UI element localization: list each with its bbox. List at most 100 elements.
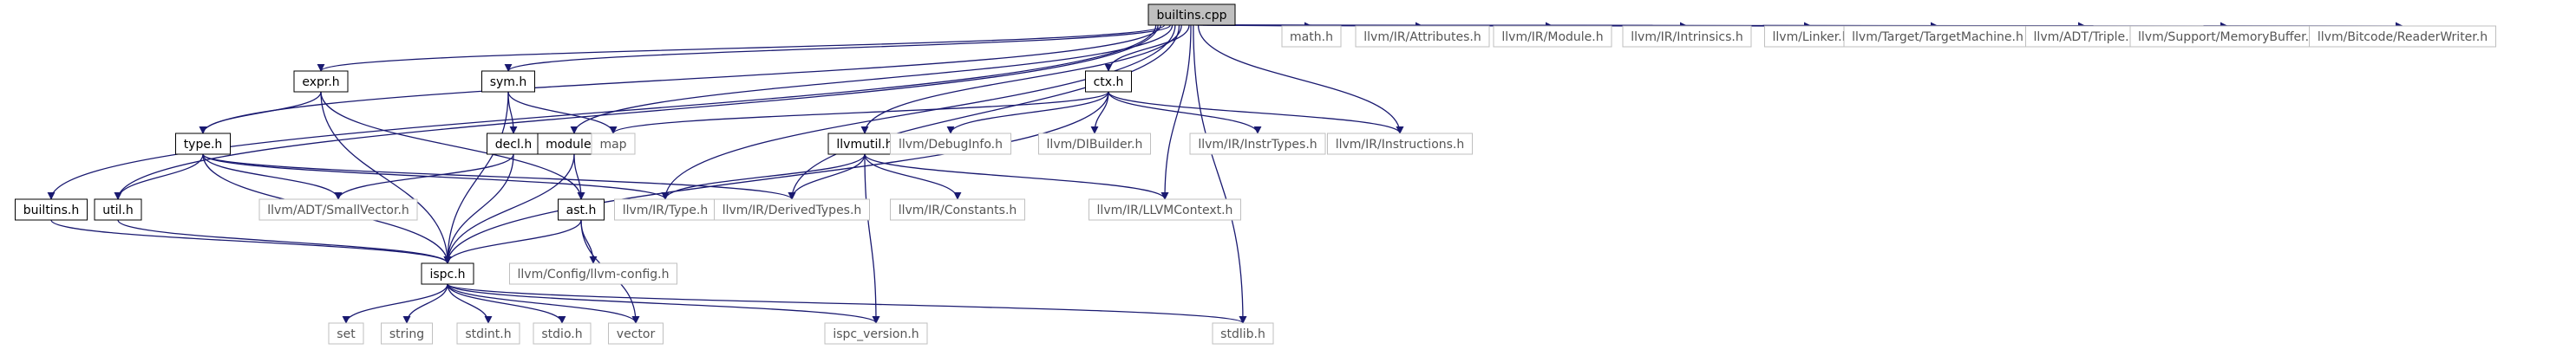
edge-module_h-to-ispc_h [443, 153, 575, 264]
node-label-instructions_h: llvm/IR/Instructions.h [1336, 138, 1465, 152]
edge-builtins_cpp-to-type_ir_h [661, 24, 1176, 200]
node-box-module_ir_h [1493, 25, 1612, 48]
node-box-readerwriter_h [2309, 25, 2496, 48]
node-stdlib_h: stdlib.h [1212, 322, 1274, 345]
node-expr_h[interactable]: expr.h [293, 70, 349, 93]
node-builtins_cpp[interactable]: builtins.cpp [1147, 3, 1236, 26]
node-label-type_h: type.h [184, 138, 223, 152]
node-label-map: map [599, 138, 626, 152]
node-decl_h[interactable]: decl.h [487, 133, 540, 155]
node-box-attributes_h [1355, 25, 1490, 48]
node-label-triple_h: llvm/ADT/Triple.h [2034, 30, 2137, 44]
edge-builtins_cpp-to-stdlib_h [1193, 24, 1247, 324]
node-math_h: math.h [1281, 25, 1342, 48]
node-instrtypes_h: llvm/IR/InstrTypes.h [1189, 133, 1326, 155]
node-label-constants_h: llvm/IR/Constants.h [899, 204, 1017, 217]
node-box-stdio_h [533, 322, 592, 345]
edge-ispc_h-to-stdint_h [447, 283, 493, 324]
node-label-targetmachine_h: llvm/Target/TargetMachine.h [1852, 30, 2024, 44]
node-ast_h[interactable]: ast.h [558, 198, 605, 221]
node-label-llvmutil_h: llvmutil.h [836, 138, 892, 152]
edge-type_h-to-type_ir_h [202, 153, 670, 200]
node-label-string: string [389, 327, 424, 341]
edge-builtins_cpp-to-module_h [570, 24, 1174, 134]
node-label-vector: vector [617, 327, 656, 341]
node-label-module_ir_h: llvm/IR/Module.h [1501, 30, 1603, 44]
node-attributes_h: llvm/IR/Attributes.h [1355, 25, 1490, 48]
node-box-stdint_h [456, 322, 520, 345]
node-box-memorybuffer_h [2129, 25, 2325, 48]
edge-ispc_h-to-stdlib_h [447, 283, 1247, 324]
node-box-stdlib_h [1212, 322, 1274, 345]
node-box-set [328, 322, 364, 345]
node-label-math_h: math.h [1290, 30, 1333, 44]
node-type_h[interactable]: type.h [175, 133, 231, 155]
node-sym_h[interactable]: sym.h [481, 70, 535, 93]
node-box-derivedtypes_h [714, 198, 870, 221]
edge-llvmutil_h-to-ispc_version_h [864, 153, 880, 324]
edge-builtins_h-to-ispc_h [50, 219, 452, 264]
edge-builtins_cpp-to-builtins_h [47, 24, 1157, 200]
edge-module_h-to-ast_h [573, 153, 585, 200]
node-box-smallvector_h [258, 198, 418, 221]
node-box-string [381, 322, 433, 345]
edge-expr_h-to-type_h [199, 91, 322, 134]
edge-ispc_h-to-set [342, 283, 448, 324]
node-debuginfo_h: llvm/DebugInfo.h [890, 133, 1011, 155]
node-box-llvmcontext_h [1089, 198, 1241, 221]
node-intrinsics_h: llvm/IR/Intrinsics.h [1622, 25, 1752, 48]
node-label-stdint_h: stdint.h [465, 327, 511, 341]
node-box-llvmutil_h [827, 133, 902, 155]
node-label-intrinsics_h: llvm/IR/Intrinsics.h [1631, 30, 1743, 44]
node-derivedtypes_h: llvm/IR/DerivedTypes.h [714, 198, 870, 221]
node-label-llvmconfig_h: llvm/Config/llvm-config.h [518, 268, 670, 282]
node-util_h[interactable]: util.h [94, 198, 142, 221]
edge-builtins_cpp-to-ctx_h [1104, 24, 1190, 72]
node-box-expr_h [293, 70, 349, 93]
node-dibuilder_h: llvm/DIBuilder.h [1038, 133, 1151, 155]
node-box-dibuilder_h [1038, 133, 1151, 155]
node-label-stdio_h: stdio.h [541, 327, 582, 341]
node-memorybuffer_h: llvm/Support/MemoryBuffer.h [2129, 25, 2325, 48]
edge-expr_h-to-ispc_h [320, 91, 452, 264]
edge-llvmutil_h-to-type_ir_h [661, 153, 866, 200]
node-stdint_h: stdint.h [456, 322, 520, 345]
edge-ispc_h-to-stdio_h [447, 283, 566, 324]
node-box-linker_h [1764, 25, 1858, 48]
node-label-decl_h: decl.h [495, 138, 532, 152]
node-box-ispc_h [421, 262, 474, 285]
node-box-ast_h [558, 198, 605, 221]
node-readerwriter_h: llvm/Bitcode/ReaderWriter.h [2309, 25, 2496, 48]
edge-ctx_h-to-instrtypes_h [1108, 91, 1262, 134]
node-linker_h: llvm/Linker.h [1764, 25, 1858, 48]
node-box-triple_h [2025, 25, 2145, 48]
node-label-memorybuffer_h: llvm/Support/MemoryBuffer.h [2138, 30, 2317, 44]
node-box-ispc_version_h [824, 322, 928, 345]
edge-ctx_h-to-map [609, 91, 1109, 134]
node-label-llvmcontext_h: llvm/IR/LLVMContext.h [1097, 204, 1233, 217]
node-vector: vector [608, 322, 664, 345]
edge-ispc_h-to-vector [447, 283, 640, 324]
edge-type_h-to-derivedtypes_h [202, 153, 796, 200]
node-map: map [591, 133, 636, 155]
node-set: set [328, 322, 364, 345]
edge-llvmutil_h-to-constants_h [864, 153, 962, 200]
node-builtins_h[interactable]: builtins.h [15, 198, 88, 221]
edge-layer [47, 22, 2403, 324]
edge-builtins_cpp-to-sym_h [504, 24, 1171, 72]
edge-ast_h-to-llvmconfig_h [580, 219, 598, 264]
node-ctx_h[interactable]: ctx.h [1085, 70, 1132, 93]
edge-type_h-to-smallvector_h [202, 153, 343, 200]
edge-ast_h-to-ispc_h [443, 219, 582, 264]
node-label-debuginfo_h: llvm/DebugInfo.h [899, 138, 1003, 152]
node-label-type_ir_h: llvm/IR/Type.h [623, 204, 708, 217]
edge-sym_h-to-map [507, 91, 618, 134]
edge-builtins_cpp-to-instructions_h [1197, 24, 1404, 134]
node-label-linker_h: llvm/Linker.h [1773, 30, 1850, 44]
node-llvmutil_h[interactable]: llvmutil.h [827, 133, 902, 155]
node-label-attributes_h: llvm/IR/Attributes.h [1363, 30, 1481, 44]
node-ispc_h[interactable]: ispc.h [421, 262, 474, 285]
node-box-instructions_h [1327, 133, 1473, 155]
